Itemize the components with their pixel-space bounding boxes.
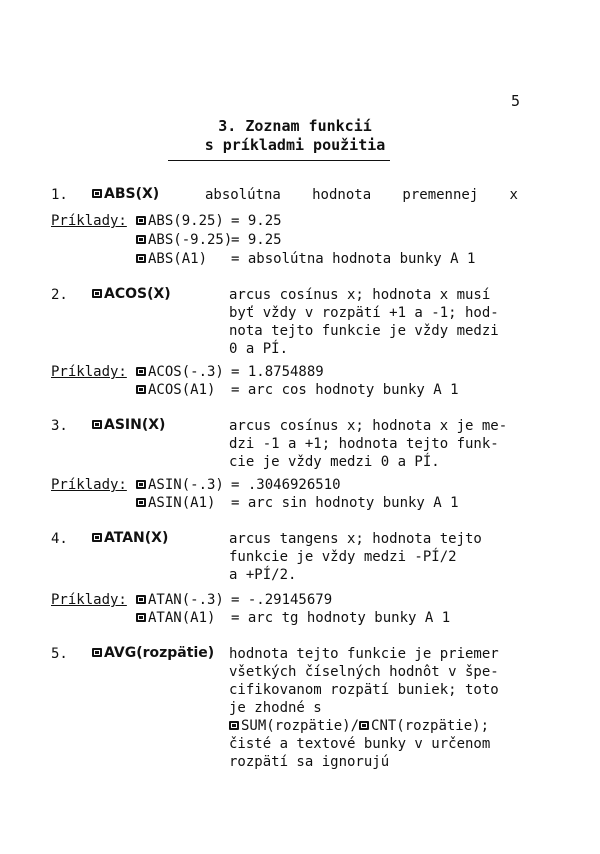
examples-label: Príklady: bbox=[51, 477, 127, 493]
function-description: všetkých číselných hodnôt v špe- bbox=[229, 664, 499, 680]
example-result: = 9.25 bbox=[231, 232, 282, 248]
example-result: = .3046926510 bbox=[231, 477, 341, 493]
function-description: arcus tangens x; hodnota tejto bbox=[229, 531, 482, 547]
function-marker-icon bbox=[136, 254, 146, 263]
item-number: 2. bbox=[51, 287, 68, 303]
example-expression: ABS(-9.25) bbox=[136, 232, 232, 248]
function-marker-icon bbox=[136, 367, 146, 376]
example-result: = arc sin hodnoty bunky A 1 bbox=[231, 495, 459, 511]
example-result: = absolútna hodnota bunky A 1 bbox=[231, 251, 476, 267]
example-expression: ACOS(-.3) bbox=[136, 364, 224, 380]
function-description: cifikovanom rozpätí buniek; toto bbox=[229, 682, 499, 698]
function-name: ACOS(X) bbox=[92, 286, 171, 302]
section-title: 3. Zoznam funkcií bbox=[218, 117, 372, 135]
item-number: 3. bbox=[51, 418, 68, 434]
example-result: = arc cos hodnoty bunky A 1 bbox=[231, 382, 459, 398]
title-rule bbox=[168, 160, 390, 161]
function-description: 0 a PÍ. bbox=[229, 341, 289, 357]
examples-label: Príklady: bbox=[51, 592, 127, 608]
function-marker-icon bbox=[229, 721, 239, 730]
function-description: arcus cosínus x; hodnota x je me- bbox=[229, 418, 508, 434]
item-number: 5. bbox=[51, 646, 68, 662]
function-description: nota tejto funkcie je vždy medzi bbox=[229, 323, 499, 339]
function-description: arcus cosínus x; hodnota x musí bbox=[229, 287, 491, 303]
example-result: = 1.8754889 bbox=[231, 364, 324, 380]
function-marker-icon bbox=[136, 595, 146, 604]
examples-label: Príklady: bbox=[51, 364, 127, 380]
example-expression: ATAN(-.3) bbox=[136, 592, 224, 608]
function-description: je zhodné s bbox=[229, 700, 322, 716]
example-expression: ABS(A1) bbox=[136, 251, 207, 267]
example-result: = arc tg hodnoty bunky A 1 bbox=[231, 610, 451, 626]
examples-label: Príklady: bbox=[51, 213, 127, 229]
item-number: 1. bbox=[51, 187, 68, 203]
function-description: funkcie je vždy medzi -PÍ/2 bbox=[229, 549, 457, 565]
function-name: AVG(rozpätie) bbox=[92, 645, 214, 661]
function-description: cie je vždy medzi 0 a PÍ. bbox=[229, 454, 440, 470]
function-marker-icon bbox=[136, 480, 146, 489]
function-marker-icon bbox=[92, 420, 102, 429]
function-marker-icon bbox=[136, 385, 146, 394]
function-description: a +PÍ/2. bbox=[229, 567, 297, 583]
example-expression: ASIN(-.3) bbox=[136, 477, 224, 493]
item-number: 4. bbox=[51, 531, 68, 547]
function-description: rozpätí sa ignorujú bbox=[229, 754, 390, 770]
section-subtitle: s príkladmi použitia bbox=[204, 136, 386, 154]
example-result: = 9.25 bbox=[231, 213, 282, 229]
function-marker-icon bbox=[92, 289, 102, 298]
function-description: byť vždy v rozpätí +1 a -1; hod- bbox=[229, 305, 499, 321]
function-marker-icon bbox=[359, 721, 370, 730]
example-result: = -.29145679 bbox=[231, 592, 333, 608]
function-marker-icon bbox=[92, 533, 102, 542]
function-description: čisté a textové bunky v určenom bbox=[229, 736, 491, 752]
example-expression: ASIN(A1) bbox=[136, 495, 215, 511]
function-marker-icon bbox=[136, 613, 146, 622]
function-marker-icon bbox=[136, 235, 146, 244]
example-expression: ACOS(A1) bbox=[136, 382, 215, 398]
function-description: SUM(rozpätie)/CNT(rozpätie); bbox=[229, 718, 489, 734]
page-number: 5 bbox=[511, 92, 521, 110]
function-marker-icon bbox=[92, 189, 102, 198]
function-marker-icon bbox=[136, 498, 146, 507]
function-marker-icon bbox=[92, 648, 102, 657]
function-name: ASIN(X) bbox=[92, 417, 165, 433]
function-description: dzi -1 a +1; hodnota tejto funk- bbox=[229, 436, 499, 452]
example-expression: ABS(9.25) bbox=[136, 213, 224, 229]
function-marker-icon bbox=[136, 216, 146, 225]
function-name: ATAN(X) bbox=[92, 530, 168, 546]
function-description: hodnota tejto funkcie je priemer bbox=[229, 646, 499, 662]
example-expression: ATAN(A1) bbox=[136, 610, 215, 626]
function-name: ABS(X) bbox=[92, 186, 159, 202]
